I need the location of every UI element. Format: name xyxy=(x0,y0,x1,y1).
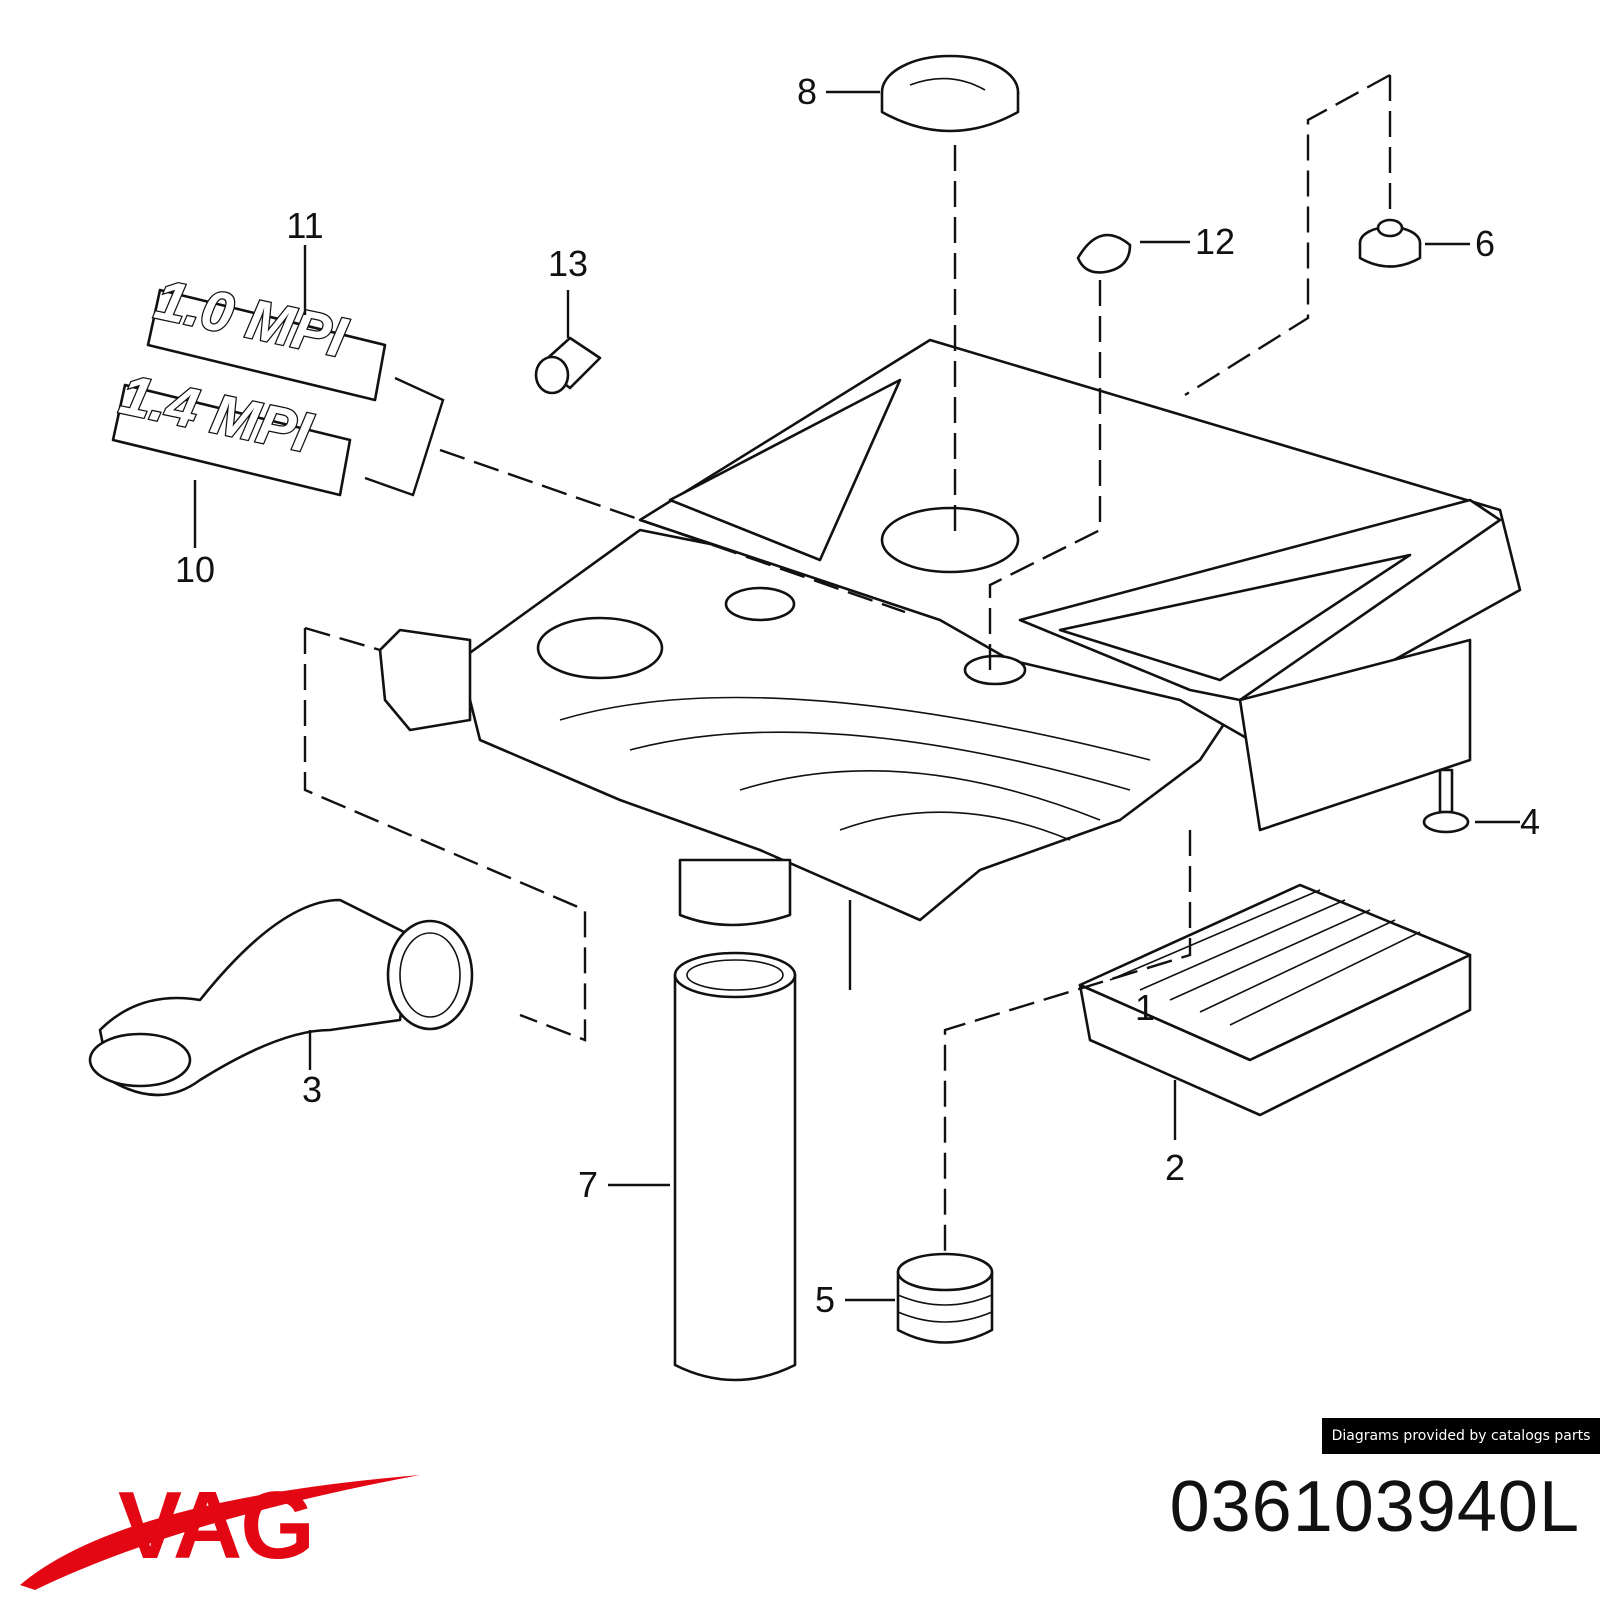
tube-part-7 xyxy=(673,951,797,1382)
part-number: 036103940L xyxy=(1169,1467,1580,1547)
callout-10: 10 xyxy=(175,549,215,590)
callout-11: 11 xyxy=(286,205,323,246)
grommet-part-6 xyxy=(1358,218,1422,268)
callout-1: 1 xyxy=(1135,987,1155,1028)
callout-6: 6 xyxy=(1475,223,1495,264)
screw-part-4 xyxy=(1422,768,1470,834)
vag-logo: VAG xyxy=(20,1472,420,1590)
elbow-duct-part-3 xyxy=(88,898,474,1097)
callout-12: 12 xyxy=(1195,221,1235,262)
diagram-credit: Diagrams provided by catalogs parts xyxy=(1322,1418,1600,1454)
air-filter-housing xyxy=(378,338,1522,927)
callout-7: 7 xyxy=(578,1164,598,1205)
callout-13: 13 xyxy=(548,243,588,284)
cap-part-8 xyxy=(880,54,1020,133)
leader-lines xyxy=(193,90,1520,1302)
callout-2: 2 xyxy=(1165,1147,1185,1188)
filter-element-part-2 xyxy=(1078,883,1472,1117)
parts-exploded-diagram: 1.0 MPI 1.4 MPI 1 2 3 4 5 xyxy=(88,54,1540,1382)
logo-text: VAG xyxy=(118,1472,313,1579)
callout-5: 5 xyxy=(815,1279,835,1320)
bushing-part-13 xyxy=(534,336,602,395)
callout-labels: 1 2 3 4 5 6 7 8 10 11 12 13 xyxy=(175,71,1540,1320)
plug-part-12 xyxy=(1076,233,1132,274)
dashed-assembly-lines xyxy=(303,73,1392,1255)
callout-4: 4 xyxy=(1520,801,1540,842)
sleeve-part-5 xyxy=(896,1252,994,1344)
callout-3: 3 xyxy=(302,1069,322,1110)
callout-8: 8 xyxy=(797,71,817,112)
